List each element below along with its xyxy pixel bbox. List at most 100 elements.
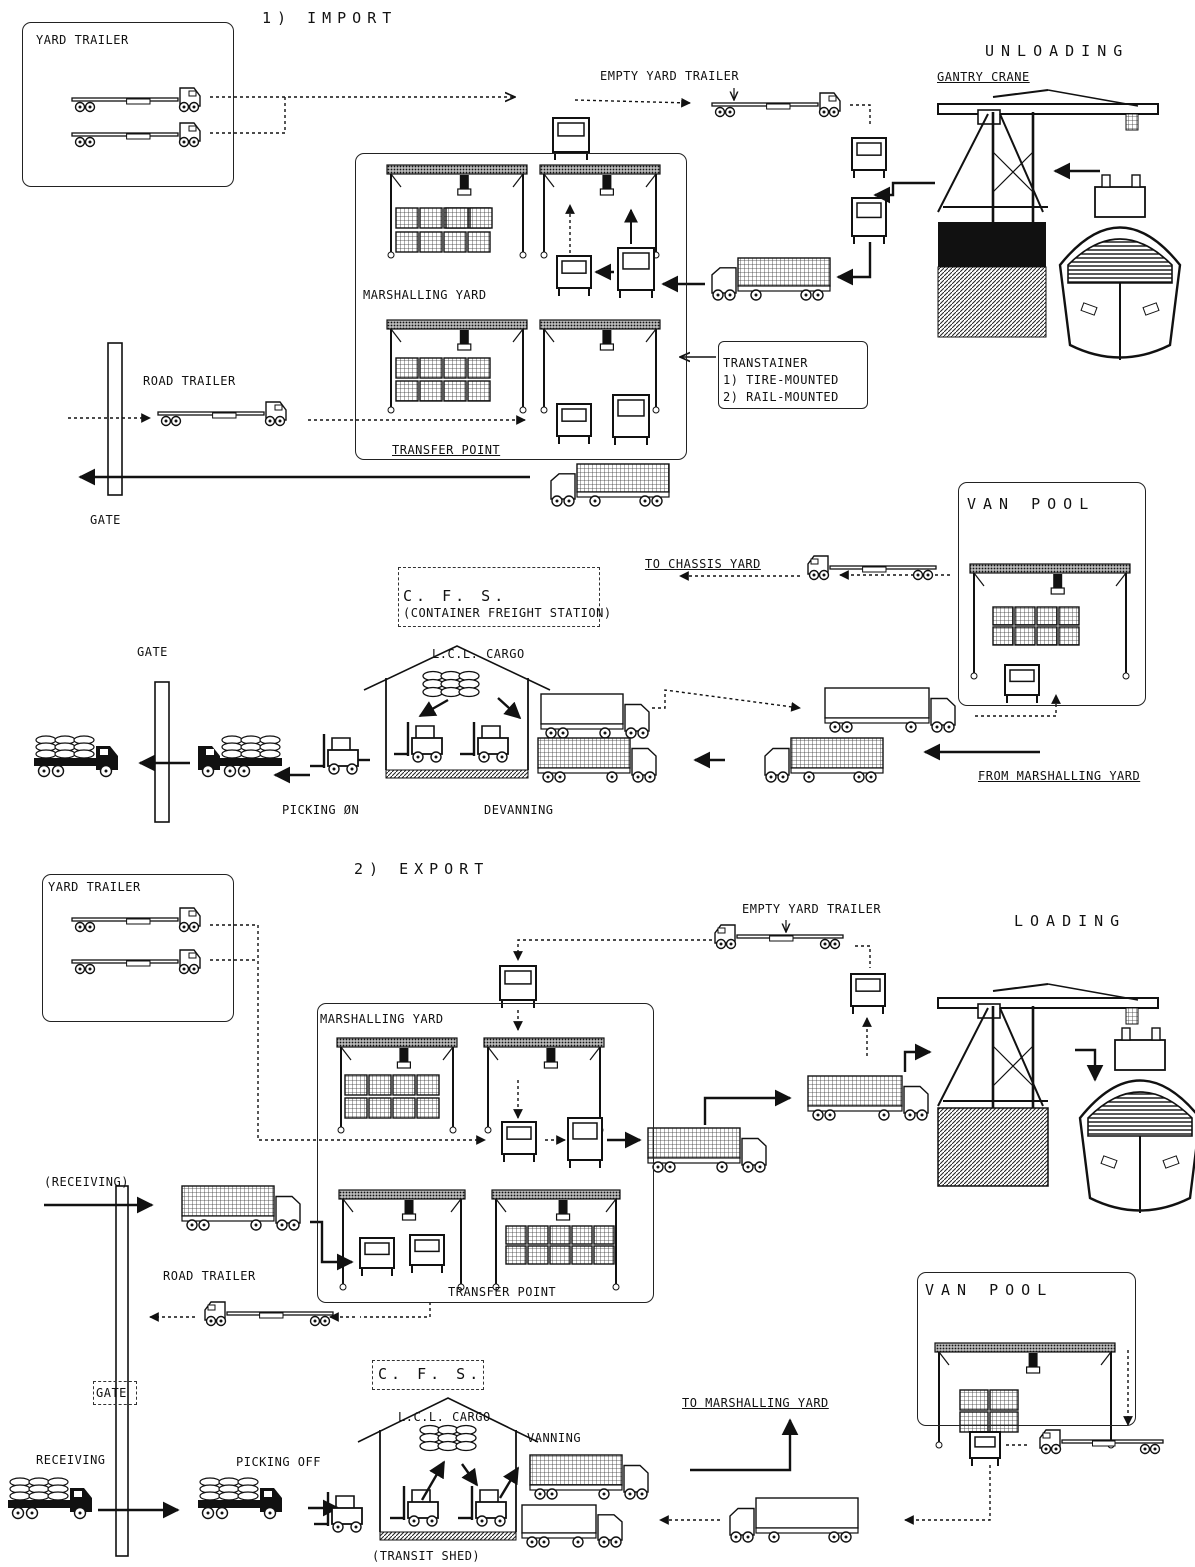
export-yard-trailer-box: [42, 874, 234, 1022]
import-gate-post-1: [108, 343, 122, 495]
import-delivery-truck: [34, 736, 118, 777]
to-marshalling-arrow: [690, 1420, 790, 1470]
import-lcl-cargo-label: L.C.L. CARGO: [432, 648, 525, 660]
truck-to-crane-arrow: [905, 1052, 930, 1072]
import-yard-trailer-label: YARD TRAILER: [36, 34, 129, 46]
export-forklift-1: [390, 1486, 438, 1526]
import-marshalling-yard-box: [355, 153, 687, 460]
export-gate-post: [116, 1186, 128, 1556]
import-van-pool-label: VAN POOL: [967, 497, 1095, 512]
import-from-my-truck: [765, 738, 883, 782]
vanning-arrow-2: [462, 1464, 477, 1485]
export-vanning-truck: [530, 1455, 648, 1499]
vanning-arrow-1: [422, 1462, 444, 1500]
transtainer-line-1: TRANSTAINER: [723, 357, 808, 369]
export-quay-truck: [808, 1076, 928, 1120]
export-outgoing-trailer: [205, 1302, 333, 1326]
import-forklift-2: [460, 722, 508, 762]
import-cfs-full-label: (CONTAINER FREIGHT STATION): [403, 607, 612, 619]
export-lcl-cargo: [420, 1426, 476, 1451]
unloading-label: UNLOADING: [985, 44, 1129, 59]
export-marshalling-yard-label: MARSHALLING YARD: [320, 1013, 444, 1025]
crane-to-truck-arrow: [838, 242, 870, 277]
export-road-trailer-truck: [182, 1186, 300, 1230]
import-section-title: 1) IMPORT: [262, 11, 397, 26]
import-ship: [1060, 175, 1180, 360]
export-yard-trailer-label: YARD TRAILER: [48, 881, 141, 893]
empty-trailer-to-crane-carrier: [855, 946, 870, 968]
export-picking-truck: [198, 1478, 282, 1519]
vanning-label: VANNING: [527, 1432, 581, 1444]
import-forklift-1: [394, 722, 442, 762]
import-road-trailer-label: ROAD TRAILER: [143, 375, 236, 387]
import-devanning-truck: [538, 738, 656, 782]
crane-to-carrier-arrow: [875, 183, 935, 195]
cfs-arrow-1: [420, 700, 448, 716]
loading-label: LOADING: [1014, 914, 1126, 929]
tp-exit-route: [360, 1302, 430, 1317]
import-lcl-cargo: [423, 672, 479, 697]
transtainer-line-3: 2) RAIL-MOUNTED: [723, 391, 839, 403]
export-van-pool-label: VAN POOL: [925, 1283, 1053, 1298]
truck-to-quay-arrow: [705, 1098, 790, 1125]
transit-shed-label: (TRANSIT SHED): [372, 1550, 480, 1562]
export-picking-forklift: [314, 1492, 362, 1532]
export-vanpool-carrier: [970, 1432, 1000, 1466]
vanpool-to-cfs-arrow: [905, 1465, 990, 1520]
export-vanpool-trailer: [1040, 1430, 1163, 1454]
receiving-label: RECEIVING: [36, 1454, 106, 1466]
cfs-arrow-2: [498, 698, 520, 718]
gantry-crane-label: GANTRY CRANE: [937, 71, 1030, 83]
from-marshalling-yard-label: FROM MARSHALLING YARD: [978, 770, 1140, 782]
picking-off-label: PICKING OFF: [236, 1456, 321, 1468]
import-truck-out: [551, 464, 669, 506]
export-ship: [1080, 1028, 1195, 1213]
empty-trailer-to-crane: [850, 105, 870, 125]
import-chassis-trailer: [808, 556, 936, 580]
export-empty-van-truck: [730, 1498, 858, 1542]
export-transfer-point-label: TRANSFER POINT: [448, 1286, 556, 1298]
import-road-trailer: [158, 402, 286, 426]
import-gate-label-2: GATE: [137, 646, 168, 658]
import-cfs-label: C. F. S.: [403, 589, 507, 604]
export-section-title: 2) EXPORT: [354, 862, 489, 877]
import-van-pool-box: [958, 482, 1146, 706]
picking-on-label: PICKING ØN: [282, 804, 359, 816]
export-marshalling-yard-box: [317, 1003, 654, 1303]
export-empty-yard-trailer-label: EMPTY YARD TRAILER: [742, 903, 881, 915]
transtainer-line-2: 1) TIRE-MOUNTED: [723, 374, 839, 386]
export-lcl-cargo-label: L.C.L. CARGO: [398, 1411, 491, 1423]
export-receiving-truck: [8, 1478, 92, 1519]
export-road-trailer-label: ROAD TRAILER: [163, 1270, 256, 1282]
import-carrier-crane-1: [852, 138, 886, 178]
export-forklift-2: [458, 1486, 506, 1526]
import-cfs-shed: [364, 646, 550, 778]
export-empty-yard-trailer: [715, 925, 843, 949]
export-empty-van-at-cfs: [522, 1505, 622, 1547]
export-cfs-label: C. F. S.: [378, 1367, 482, 1382]
empty-trailer-to-carrier: [518, 940, 712, 960]
import-picking-truck: [198, 736, 282, 777]
crane-to-ship-arrow: [1075, 1050, 1095, 1080]
import-gate-post-2: [155, 682, 169, 822]
to-marshalling-yard-label: TO MARSHALLING YARD: [682, 1397, 829, 1409]
receiving-bracket-label: (RECEIVING): [44, 1176, 129, 1188]
devanning-label: DEVANNING: [484, 804, 554, 816]
import-marshalling-yard-label: MARSHALLING YARD: [363, 289, 487, 301]
to-empty-trailer-arrow: [575, 100, 690, 103]
import-gate-label-1: GATE: [90, 514, 121, 526]
export-carrier-crane: [851, 974, 885, 1014]
export-carrier-top: [500, 966, 536, 1008]
import-vanpool-in-truck: [825, 688, 955, 732]
import-truck-unloading: [712, 258, 830, 300]
import-empty-yard-trailer: [712, 93, 840, 117]
import-empty-van-truck: [541, 694, 649, 738]
van-to-vanpool-arrow: [652, 690, 800, 708]
import-carrier-crane-2: [852, 198, 886, 244]
to-chassis-yard-label: TO CHASSIS YARD: [645, 558, 761, 570]
import-empty-yard-trailer-label: EMPTY YARD TRAILER: [600, 70, 739, 82]
export-loading-truck: [648, 1128, 766, 1172]
export-gate-label: GATE: [96, 1387, 127, 1399]
import-transfer-point-label: TRANSFER POINT: [392, 444, 500, 456]
